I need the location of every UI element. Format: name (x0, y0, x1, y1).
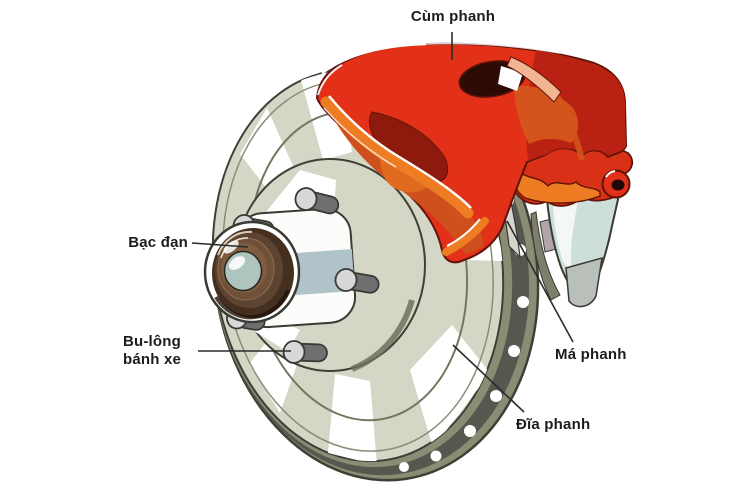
label-wheel-bolt-line1: Bu-lông (122, 333, 182, 350)
disc-hat-shadow (350, 299, 415, 372)
wheel-stud (294, 187, 340, 215)
caliper-hole-glint (498, 66, 523, 91)
leader-bearing (191, 242, 249, 248)
caliper-chamfer (506, 56, 562, 103)
leader-brake-disc (452, 344, 525, 413)
knuckle-arm (565, 256, 603, 308)
label-brake-pad: Má phanh (555, 346, 627, 363)
label-bearing: Bạc đạn (128, 234, 188, 251)
caliper-orange-trim (513, 166, 601, 204)
label-wheel-bolt-line2: bánh xe (122, 351, 182, 368)
label-brake-disc: Đĩa phanh (516, 416, 591, 433)
caliper-arch-band (320, 96, 474, 219)
leader-brake-pad (506, 220, 574, 343)
label-caliper: Cùm phanh (410, 8, 496, 25)
wheel-stud (334, 268, 380, 294)
wheel-stud (282, 340, 328, 364)
leader-lines (191, 32, 574, 413)
brake-caliper (316, 42, 627, 264)
wheel-bearing (203, 220, 301, 324)
label-wheel-bolt: Bu-lông bánh xe (108, 333, 196, 369)
